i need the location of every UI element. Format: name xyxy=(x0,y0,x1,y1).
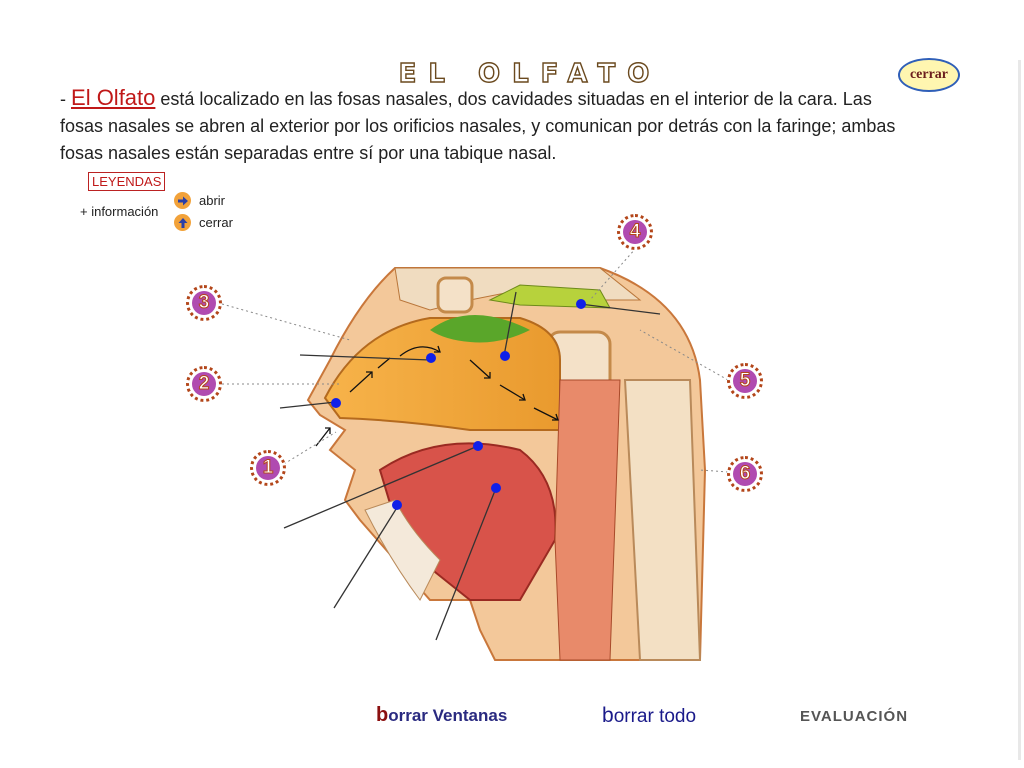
jaw-bone xyxy=(364,499,441,601)
arrow-right-icon xyxy=(174,192,191,209)
marker-6[interactable]: 6 xyxy=(727,456,763,492)
marker-1[interactable]: 1 xyxy=(250,450,286,486)
olfactory-mucosa xyxy=(430,315,530,343)
more-info-label: + información xyxy=(80,204,159,219)
clear-all-cap: b xyxy=(602,704,614,727)
marker-4[interactable]: 4 xyxy=(617,214,653,250)
legend-title: LEYENDAS xyxy=(88,172,166,191)
legend-open-label: abrir xyxy=(199,193,226,208)
pharynx xyxy=(554,379,621,661)
nasal-cavity xyxy=(323,317,561,431)
marker-3-label: 3 xyxy=(198,292,210,314)
legend-close-row: cerrar xyxy=(174,214,233,231)
clear-all-button[interactable]: borrar todo xyxy=(602,704,696,728)
intro-dash: - xyxy=(60,89,66,109)
marker-2[interactable]: 2 xyxy=(186,366,222,402)
clear-all-label: orrar todo xyxy=(613,706,697,727)
marker-4-label: 4 xyxy=(629,221,641,243)
legend-close-label: cerrar xyxy=(199,215,233,230)
dotted-leader-lines xyxy=(221,247,729,473)
marker-3[interactable]: 3 xyxy=(186,285,222,321)
close-button[interactable]: cerrar xyxy=(898,58,960,92)
intro-lead: El Olfato xyxy=(71,85,156,110)
legend-open-row: abrir xyxy=(174,192,225,209)
marker-5[interactable]: 5 xyxy=(727,363,763,399)
intro-text: está localizado en las fosas nasales, do… xyxy=(60,89,896,163)
clear-windows-cap: b xyxy=(376,704,389,726)
intro-paragraph: - El Olfato está localizado en las fosas… xyxy=(60,84,910,167)
clear-windows-label: orrar Ventanas xyxy=(388,706,508,725)
hotspot-dots xyxy=(331,299,586,510)
right-edge-divider xyxy=(1018,60,1021,760)
clear-windows-button[interactable]: borrar Ventanas xyxy=(376,704,507,727)
marker-2-label: 2 xyxy=(198,373,210,395)
arrow-up-icon xyxy=(174,214,191,231)
close-button-label: cerrar xyxy=(909,67,949,82)
pointer-lines xyxy=(279,291,661,641)
marker-1-label: 1 xyxy=(262,457,274,479)
spine xyxy=(623,379,702,661)
evaluation-button[interactable]: EVALUACIÓN xyxy=(800,708,909,725)
marker-5-label: 5 xyxy=(739,370,751,392)
frontal-sinus xyxy=(436,276,474,314)
marker-6-label: 6 xyxy=(739,463,751,485)
page-title: EL OLFATO xyxy=(398,58,662,89)
